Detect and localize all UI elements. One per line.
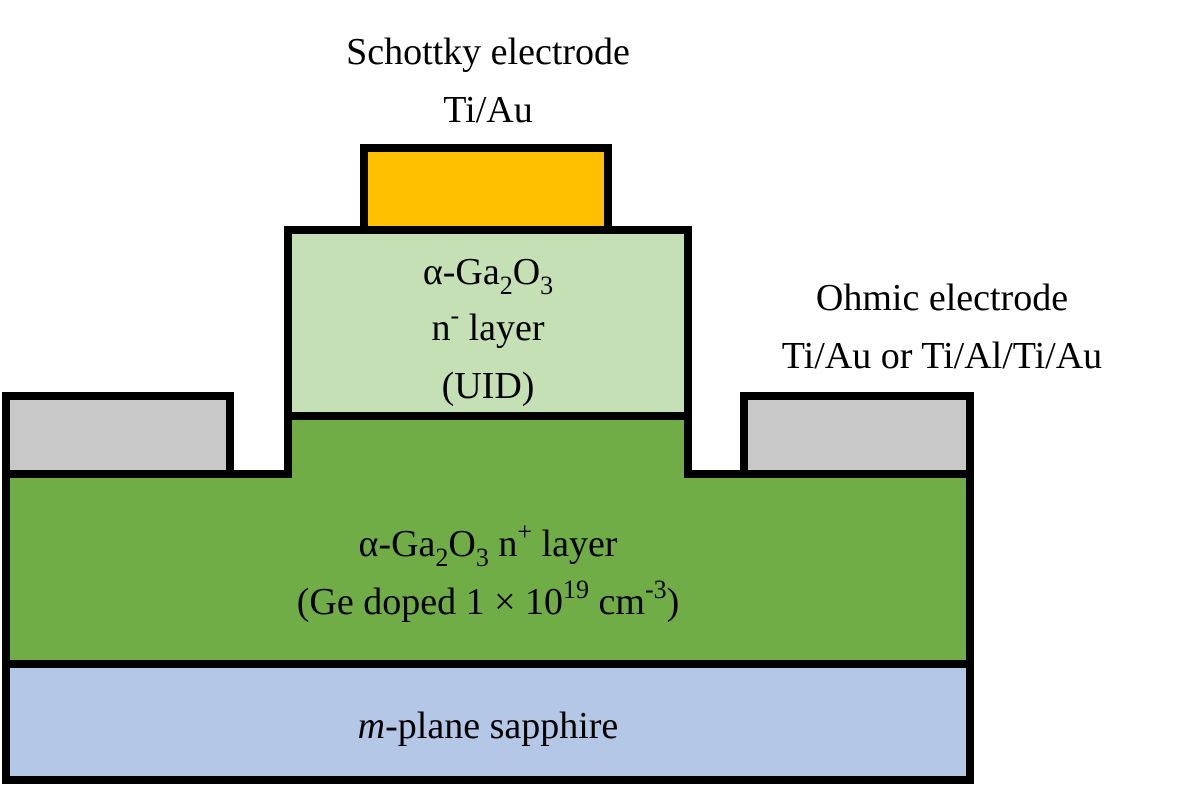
n-plus-layer (2, 412, 974, 668)
schottky-label-line1: Schottky electrode (346, 31, 630, 73)
n-minus-label-line3: (UID) (442, 365, 535, 407)
n-plus-label-line2: (Ge doped 1 × 1019 cm-3) (297, 575, 680, 623)
ohmic-electrode-left (2, 392, 234, 478)
sapphire-substrate-layer (2, 660, 974, 784)
ohmic-label-line2: Ti/Au or Ti/Al/Ti/Au (782, 335, 1102, 377)
n-minus-layer (284, 226, 692, 420)
n-plus-label-line1: α-Ga2O3 n+ layer (359, 517, 618, 572)
n-minus-label-line1: α-Ga2O3 (423, 251, 553, 300)
substrate-label: m-plane sapphire (358, 705, 619, 747)
schottky-label-line2: Ti/Au (443, 89, 532, 131)
n-minus-label-line2: n- layer (431, 301, 544, 349)
schottky-electrode (360, 144, 612, 234)
ohmic-electrode-right (740, 392, 974, 478)
ohmic-label-line1: Ohmic electrode (816, 277, 1068, 319)
